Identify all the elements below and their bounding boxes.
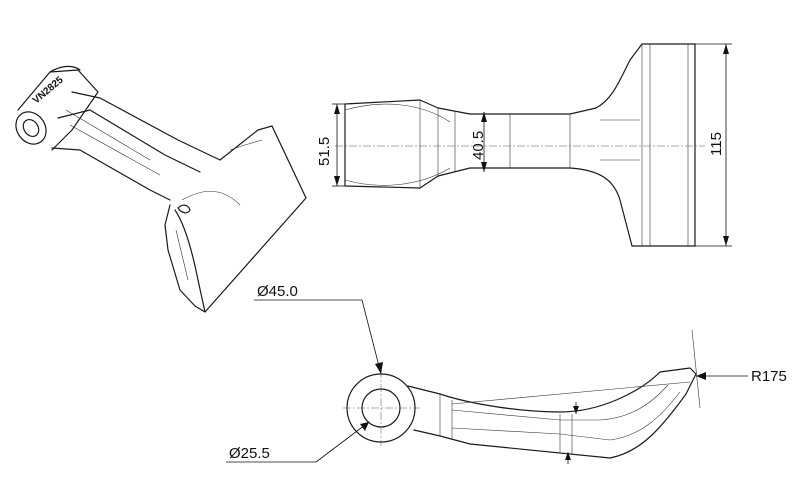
dim-blade-length: 115 <box>708 132 725 156</box>
side-view: Ø45.0 Ø25.5 R175 <box>226 283 787 464</box>
isometric-view: VN2825 <box>15 65 307 313</box>
dim-height-total: 51.5 <box>316 137 333 166</box>
dim-inner-diameter: Ø25.5 <box>229 445 270 462</box>
dim-neck-height: 40.5 <box>470 131 487 160</box>
top-view: 51.5 40.5 115 <box>316 43 732 247</box>
dim-outer-diameter: Ø45.0 <box>257 283 298 300</box>
dim-bend-radius: R175 <box>751 368 787 385</box>
part-marking-text: VN2825 <box>31 74 66 106</box>
